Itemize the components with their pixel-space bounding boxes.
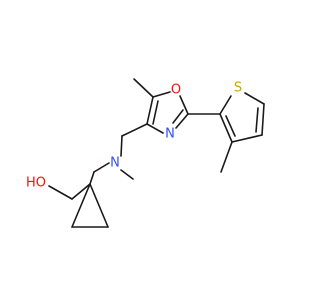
amine-n-label: N <box>110 156 120 171</box>
hydroxyl-label: HO <box>26 176 46 191</box>
oxazole-n-label: N <box>165 127 175 142</box>
bond-o1-c2 <box>179 95 189 115</box>
thiophene-s-label: S <box>234 81 242 96</box>
atom-layer: HO N O N S <box>26 81 242 191</box>
oxazole-o-label: O <box>171 83 181 98</box>
bond-ch2b-n <box>93 162 110 173</box>
bond-cpr-2 <box>89 183 109 228</box>
bond-cpr-1 <box>71 183 91 228</box>
bond-c5-o1 <box>152 91 171 98</box>
bond-c2-n3 <box>175 113 189 129</box>
molecule-diagram: HO N O N S <box>26 78 265 228</box>
bond-o-ch2 <box>48 185 73 200</box>
bond-s-c5p <box>244 92 265 105</box>
bond-cpr-ch2b <box>89 171 95 185</box>
bond-n-ch2c <box>120 135 123 157</box>
bond-n-methyl <box>120 169 134 180</box>
bond-c3p-methyl <box>220 141 233 173</box>
bond-c2p-s <box>219 95 232 115</box>
bond-c5p-c4p <box>261 103 265 136</box>
bond-c2-n3-double <box>172 109 184 124</box>
bond-c4-c5-double <box>152 100 159 125</box>
bond-c5-methyl <box>133 78 154 98</box>
bond-c3p-c2p-double <box>225 115 236 137</box>
bond-n3-c4 <box>146 123 164 134</box>
bond-c5p-c4p-double <box>255 107 259 133</box>
bond-c3p-c2p <box>219 113 233 143</box>
bond-c4p-c3p <box>231 134 263 143</box>
bond-ch2-cpr <box>71 183 91 200</box>
structure-svg: HO N O N S <box>26 78 265 228</box>
bond-ch2c-c4 <box>121 123 148 137</box>
bond-c4-c5 <box>146 96 154 125</box>
bond-layer <box>48 78 265 228</box>
